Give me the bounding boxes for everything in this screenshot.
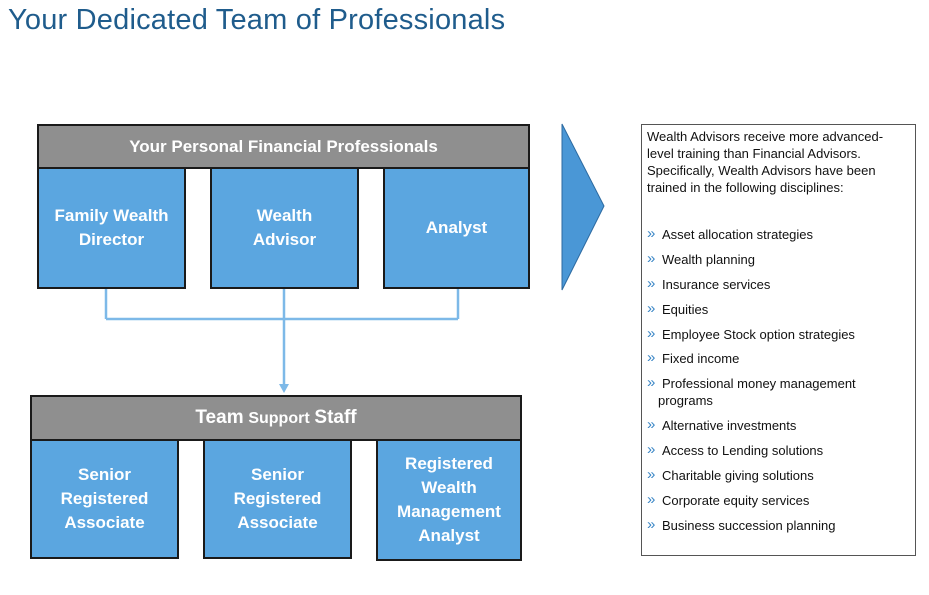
discipline-label: Insurance services <box>662 276 771 292</box>
list-item: » Charitable giving solutions <box>647 466 909 484</box>
personal-professionals-header: Your Personal Financial Professionals <box>37 124 530 169</box>
role-box-senior-registered-associate-1: Senior Registered Associate <box>30 439 179 559</box>
role-box-senior-registered-associate-2: Senior Registered Associate <box>203 439 352 559</box>
discipline-label: Fixed income <box>662 351 740 367</box>
list-item: » Asset allocation strategies <box>647 225 909 243</box>
bullet-chevron-icon: » <box>647 274 656 292</box>
discipline-label: Corporate equity services <box>662 492 810 508</box>
discipline-label: Employee Stock option strategies <box>662 326 855 342</box>
role-label: Senior Registered Associate <box>60 465 149 532</box>
role-box-family-wealth-director: Family Wealth Director <box>37 167 186 289</box>
list-item: » Corporate equity services <box>647 490 909 509</box>
list-item: » Wealth planning <box>647 249 909 268</box>
bullet-chevron-icon: » <box>647 299 656 317</box>
list-item: » Business succession planning <box>647 515 909 534</box>
chevron-right-arrow <box>561 123 605 291</box>
support-staff-header-label: Team Support Staff <box>195 407 356 429</box>
discipline-label: Alternative investments <box>662 418 797 434</box>
discipline-label: Equities <box>662 301 709 317</box>
list-item: » Insurance services <box>647 274 909 293</box>
discipline-label: Professional money management <box>662 376 856 392</box>
role-label: Analyst <box>425 218 488 237</box>
role-label: Wealth Advisor <box>252 206 317 249</box>
bullet-chevron-icon: » <box>647 466 656 484</box>
bullet-chevron-icon: » <box>647 225 656 242</box>
list-item: » Access to Lending solutions <box>647 441 909 459</box>
discipline-label: Asset allocation strategies <box>662 227 814 242</box>
connector-arrowhead <box>279 384 289 393</box>
panel-intro-text: Wealth Advisors receive more advanced-le… <box>647 129 884 195</box>
page-title: Your Dedicated Team of Professionals <box>8 4 506 36</box>
bullet-chevron-icon: » <box>647 441 656 459</box>
list-item: » Equities <box>647 299 909 318</box>
discipline-label: Wealth planning <box>662 251 755 267</box>
bullet-chevron-icon: » <box>647 324 656 342</box>
role-box-analyst: Analyst <box>383 167 530 289</box>
personal-professionals-header-label: Your Personal Financial Professionals <box>129 136 438 156</box>
role-label: Registered Wealth Management Analyst <box>397 454 501 545</box>
wealth-advisor-training-panel: Wealth Advisors receive more advanced-le… <box>641 124 916 556</box>
bullet-chevron-icon: » <box>647 416 656 434</box>
discipline-label: Access to Lending solutions <box>662 443 824 459</box>
role-box-wealth-advisor: Wealth Advisor <box>210 167 359 289</box>
discipline-label: Business succession planning <box>662 517 836 533</box>
support-staff-header: Team Support Staff <box>30 395 522 441</box>
support-staff-header-part-2: Support <box>248 410 310 427</box>
discipline-label: Charitable giving solutions <box>662 468 814 484</box>
bullet-chevron-icon: » <box>647 249 656 267</box>
discipline-label-continuation: programs <box>658 393 713 409</box>
bullet-chevron-icon: » <box>647 490 656 508</box>
list-item: » Employee Stock option strategies <box>647 324 909 343</box>
disciplines-list: » Asset allocation strategies » Wealth pla… <box>647 225 909 534</box>
bullet-chevron-icon: » <box>647 374 656 392</box>
role-label: Family Wealth Director <box>54 206 169 249</box>
support-staff-header-part-3: Staff <box>314 407 357 428</box>
role-label: Senior Registered Associate <box>233 465 322 532</box>
bullet-chevron-icon: » <box>647 515 656 533</box>
list-item: » Alternative investments <box>647 416 909 434</box>
support-staff-header-part-1: Team <box>195 407 244 428</box>
bullet-chevron-icon: » <box>647 349 656 367</box>
list-item: » Fixed income <box>647 349 909 367</box>
org-connectors <box>104 289 460 386</box>
role-box-registered-wealth-management-analyst: Registered Wealth Management Analyst <box>376 439 522 561</box>
